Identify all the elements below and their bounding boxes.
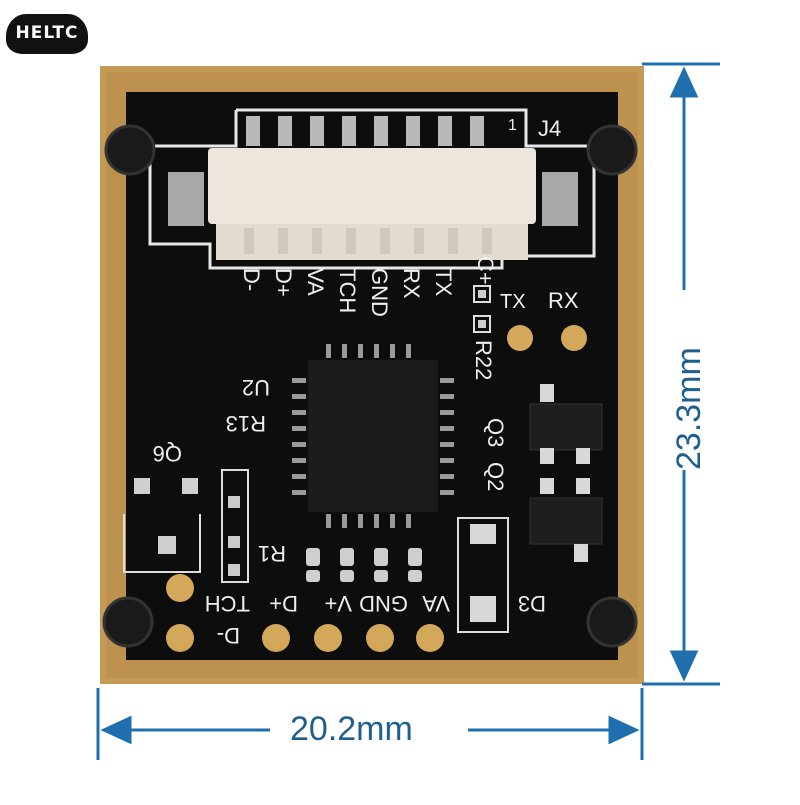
label-bottom-va: VA: [422, 591, 450, 616]
pin-label-d-plus: D+: [271, 268, 296, 297]
label-tx-right: TX: [500, 291, 526, 313]
pad-rx: [561, 325, 587, 351]
bottom-pads: [166, 574, 444, 652]
label-q2: Q2: [483, 462, 508, 491]
label-bottom-gnd: GND: [359, 591, 408, 616]
width-dimension-label: 20.2mm: [290, 710, 413, 748]
label-q3: Q3: [483, 418, 508, 447]
pin-label-group: D- D+ VA TCH GND RX TX C+ R22 Q3 Q2: [239, 256, 508, 491]
pin-label-d-minus: D-: [239, 268, 264, 291]
transistor-q3: [529, 384, 603, 464]
label-bottom-tch: TCH: [205, 591, 250, 616]
height-dimension-label: 23.3mm: [670, 347, 708, 470]
transistor-q6: [123, 478, 201, 573]
resistor-r1-pads: [306, 548, 422, 582]
label-u2: U2: [242, 375, 270, 400]
pin-label-c-plus: C+: [473, 256, 498, 285]
pin-label-tx: TX: [431, 268, 456, 296]
pin-label-va: VA: [303, 268, 328, 296]
rotated-180-labels: U2 R13 Q6 R1 D3 TCH D+ V+ GND VA D-: [153, 375, 546, 648]
pin-label-gnd: GND: [367, 268, 392, 317]
brand-logo: HELTC: [6, 14, 88, 54]
label-j4: J4: [538, 116, 561, 141]
label-d3: D3: [518, 591, 546, 616]
connector-pins: [246, 116, 484, 146]
label-q6: Q6: [153, 441, 182, 466]
connector-housing: [208, 148, 536, 224]
corner-screws: [102, 124, 638, 648]
transistor-q2: [529, 478, 603, 562]
pad-tx: [507, 325, 533, 351]
mount-tab-left: [168, 172, 204, 226]
label-r1: R1: [258, 541, 286, 566]
dimension-lines: [96, 62, 720, 760]
pin-label-tch: TCH: [335, 268, 360, 313]
label-r13: R13: [226, 411, 266, 436]
pin-label-rx: RX: [399, 268, 424, 299]
label-pin1: 1: [508, 117, 517, 134]
label-rx-right: RX: [548, 288, 579, 313]
label-bottom-d-minus: D-: [217, 623, 240, 648]
diode-d3: [457, 517, 509, 633]
mount-tab-right: [542, 172, 578, 226]
brand-logo-text: HELTC: [15, 23, 79, 43]
ic-chip-u2: [292, 344, 454, 528]
label-bottom-d-plus: D+: [269, 591, 298, 616]
label-bottom-v-plus: V+: [324, 591, 352, 616]
label-r22: R22: [471, 340, 496, 380]
